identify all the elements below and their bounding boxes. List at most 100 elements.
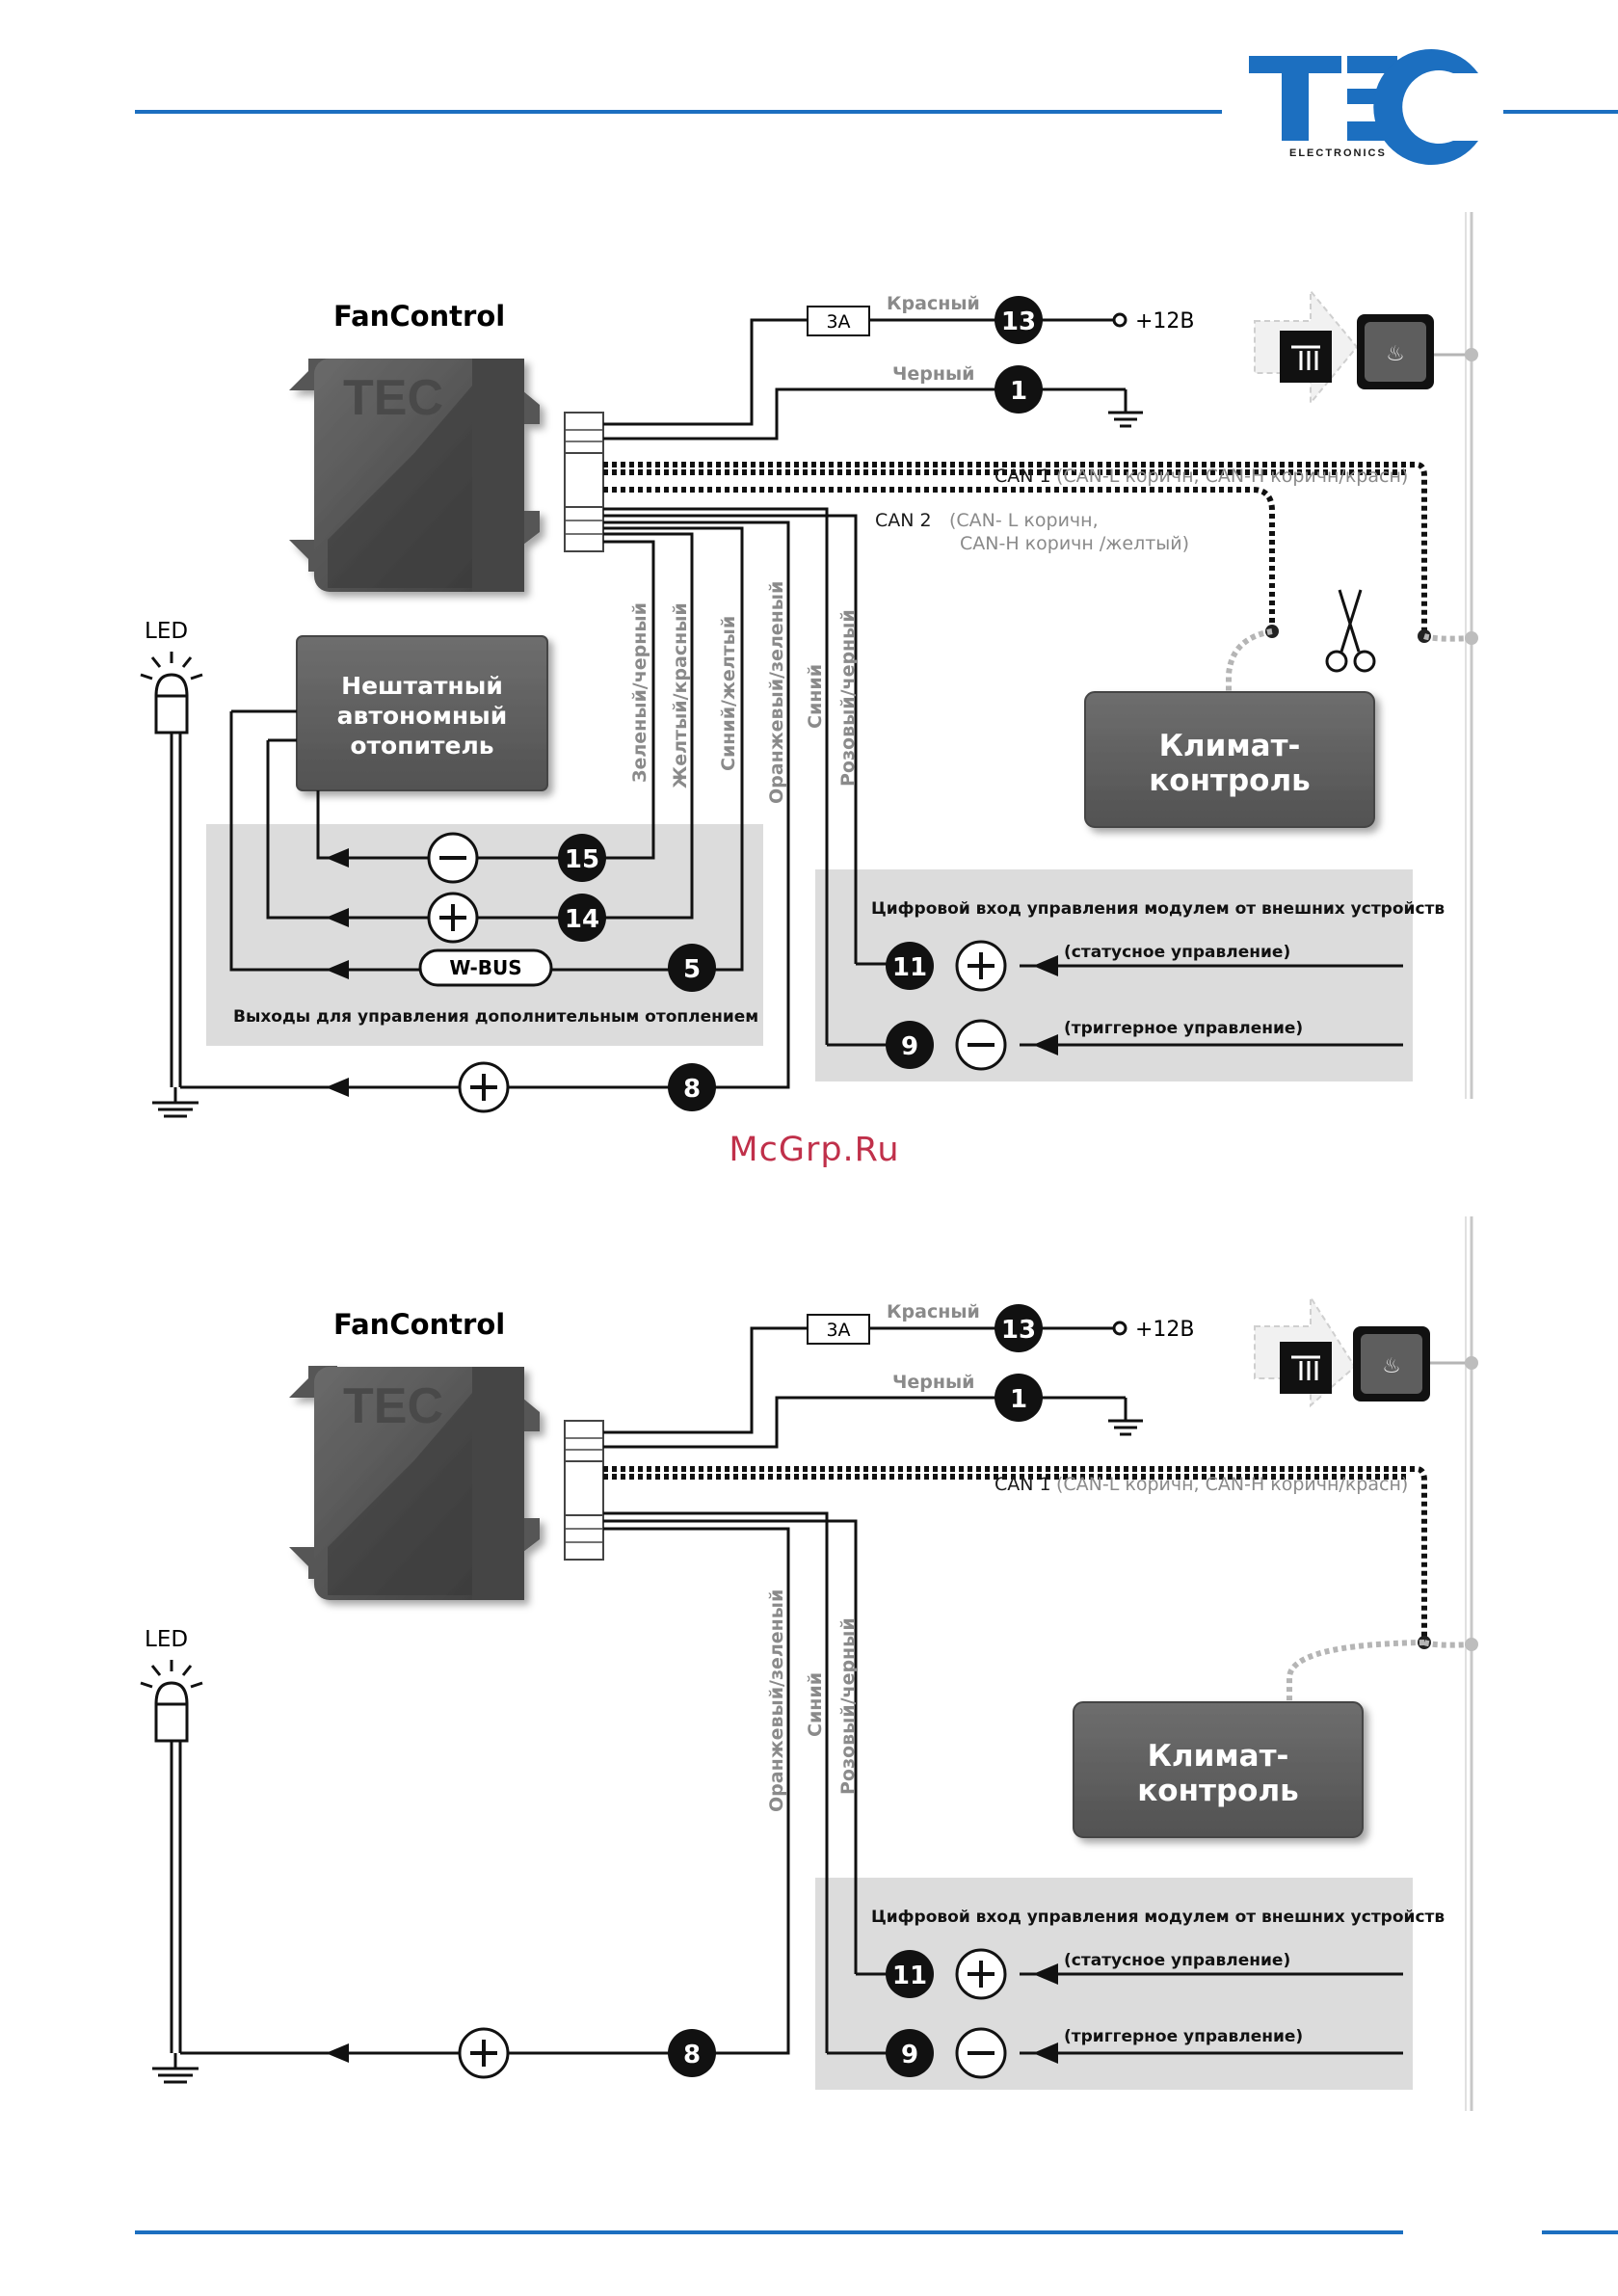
plus12-label: +12B bbox=[1135, 309, 1195, 334]
fuse-label-bottom: 3A bbox=[826, 1320, 850, 1341]
tec-logo: ELECTRONICS bbox=[1249, 49, 1478, 166]
led-label: LED bbox=[145, 619, 188, 644]
climate-line1: Климат- bbox=[1159, 729, 1301, 763]
wire-label-yellow-red: Желтый/красный bbox=[670, 602, 691, 788]
wire-label-black-bottom: Черный bbox=[892, 1372, 974, 1393]
pin-8-bottom bbox=[668, 2029, 716, 2077]
wire-label-blue-bottom: Синий bbox=[805, 1672, 826, 1737]
led-icon bbox=[140, 652, 203, 734]
fancontrol-module: TEC bbox=[289, 359, 540, 592]
diagram-top: FanControl TEC 3A Красный bbox=[140, 212, 1478, 1118]
svg-text:TEC: TEC bbox=[343, 1378, 443, 1434]
ground-symbol-led bbox=[152, 1087, 199, 1118]
wire-label-black: Черный bbox=[892, 363, 974, 385]
climate-line2-bottom: контроль bbox=[1137, 1774, 1299, 1808]
pin-9-label-bottom: 9 bbox=[901, 2041, 918, 2069]
status-control-label: (статусное управление) bbox=[1064, 943, 1290, 962]
pin-8 bbox=[668, 1063, 716, 1111]
seat-heat-icon bbox=[1291, 345, 1320, 370]
plus12-label-bottom: +12B bbox=[1135, 1318, 1195, 1342]
diagram-bottom: FanControl TEC 3A Красный 13 +12B bbox=[140, 1216, 1478, 2111]
heated-seat-indicator-bottom: ♨ bbox=[1254, 1294, 1478, 1408]
pin-13-label-bottom: 13 bbox=[1001, 1316, 1036, 1345]
outputs-caption: Выходы для управления дополнительным ото… bbox=[233, 1007, 758, 1027]
heater-box: Нештатный автономный отопитель bbox=[296, 635, 548, 791]
pin-14-label: 14 bbox=[565, 905, 599, 934]
digital-caption-bottom: Цифровой вход управления модулем от внеш… bbox=[871, 1908, 1445, 1927]
module-connector-bottom bbox=[564, 1420, 604, 1561]
ground-symbol-led-bottom bbox=[152, 2053, 199, 2084]
module-connector bbox=[564, 412, 604, 552]
fuse-3a bbox=[807, 306, 870, 336]
watermark: McGrp.Ru bbox=[729, 1131, 899, 1169]
wire-label-red-bottom: Красный bbox=[887, 1301, 980, 1322]
can1-prefix-bottom: CAN 1 bbox=[995, 1474, 1051, 1495]
heater-line3: отопитель bbox=[350, 732, 493, 760]
fuse-label: 3A bbox=[826, 311, 850, 333]
device-title-bottom: FanControl bbox=[333, 1308, 505, 1341]
can2-line2: CAN-H коричн /желтый) bbox=[960, 533, 1189, 554]
pin-14 bbox=[558, 894, 606, 942]
wire-label-blue: Синий bbox=[805, 664, 826, 729]
scissors-icon bbox=[1325, 589, 1376, 673]
trigger-control-label: (триггерное управление) bbox=[1064, 1019, 1303, 1038]
svg-text:♨: ♨ bbox=[1386, 342, 1405, 366]
wbus-label-box bbox=[418, 948, 553, 987]
climate-line2: контроль bbox=[1149, 763, 1311, 798]
fancontrol-module-bottom: TEC bbox=[289, 1366, 540, 1600]
wire-label-red: Красный bbox=[887, 293, 980, 314]
wire-label-blue-yellow: Синий/желтый bbox=[718, 616, 739, 771]
can2-line1: (CAN- L коричн, bbox=[949, 510, 1099, 531]
fuse-3a-bottom bbox=[807, 1314, 870, 1345]
svg-text:♨: ♨ bbox=[1382, 1354, 1401, 1378]
pin-11-label: 11 bbox=[892, 953, 927, 982]
pin-1-bottom bbox=[995, 1374, 1043, 1422]
climate-control-box: Климат- контроль bbox=[1084, 691, 1375, 828]
pin-13 bbox=[995, 296, 1043, 344]
status-control-label-bottom: (статусное управление) bbox=[1064, 1951, 1290, 1970]
pin-15 bbox=[558, 834, 606, 882]
pin-8-label: 8 bbox=[683, 1075, 701, 1104]
trigger-control-label-bottom: (триггерное управление) bbox=[1064, 2027, 1303, 2046]
pin-1 bbox=[995, 365, 1043, 414]
led-label-bottom: LED bbox=[145, 1627, 188, 1652]
digital-caption: Цифровой вход управления модулем от внеш… bbox=[871, 899, 1445, 919]
pin-13-bottom bbox=[995, 1304, 1043, 1352]
can1-prefix: CAN 1 bbox=[995, 466, 1051, 487]
wbus-label: W-BUS bbox=[449, 956, 521, 979]
seat-heat-icon-bottom bbox=[1291, 1355, 1320, 1380]
wire-label-green-black: Зеленый/черный bbox=[629, 602, 650, 783]
pin-11 bbox=[886, 942, 934, 990]
pin-9 bbox=[886, 1021, 934, 1069]
pin-8-label-bottom: 8 bbox=[683, 2041, 701, 2069]
climate-control-box-bottom: Климат- контроль bbox=[1073, 1701, 1364, 1838]
pin-5-label: 5 bbox=[683, 955, 701, 984]
led-icon-bottom bbox=[140, 1660, 203, 1743]
device-title: FanControl bbox=[333, 300, 505, 333]
wire-label-orange-green: Оранжевый/зеленый bbox=[766, 581, 787, 804]
pin-11-bottom bbox=[886, 1950, 934, 1998]
pin-5 bbox=[668, 944, 716, 992]
climate-line1-bottom: Климат- bbox=[1148, 1739, 1289, 1774]
can2-prefix: CAN 2 bbox=[875, 510, 932, 531]
heater-line1: Нештатный bbox=[341, 672, 503, 700]
ground-symbol-bottom bbox=[1108, 1398, 1143, 1436]
pin-1-label-bottom: 1 bbox=[1010, 1385, 1027, 1414]
heater-line2: автономный bbox=[337, 702, 508, 730]
logo-subtitle: ELECTRONICS bbox=[1289, 147, 1387, 159]
pin-13-label: 13 bbox=[1001, 307, 1036, 336]
can1-detail: (CAN-L коричн, CAN-H коричн/красн) bbox=[1056, 466, 1408, 487]
wire-label-pink-black: Розовый/черный bbox=[837, 609, 859, 787]
pin-9-label: 9 bbox=[901, 1032, 918, 1061]
can1-detail-bottom: (CAN-L коричн, CAN-H коричн/красн) bbox=[1056, 1474, 1408, 1495]
header: ELECTRONICS bbox=[135, 49, 1618, 166]
outputs-panel bbox=[206, 824, 763, 1046]
pin-1-label: 1 bbox=[1010, 377, 1027, 406]
wire-label-orange-green-bottom: Оранжевый/зеленый bbox=[766, 1589, 787, 1812]
pin-15-label: 15 bbox=[565, 845, 599, 874]
svg-text:TEC: TEC bbox=[343, 370, 443, 426]
wire-label-pink-black-bottom: Розовый/черный bbox=[837, 1617, 859, 1795]
pin-11-label-bottom: 11 bbox=[892, 1962, 927, 1990]
pin-9-bottom bbox=[886, 2029, 934, 2077]
